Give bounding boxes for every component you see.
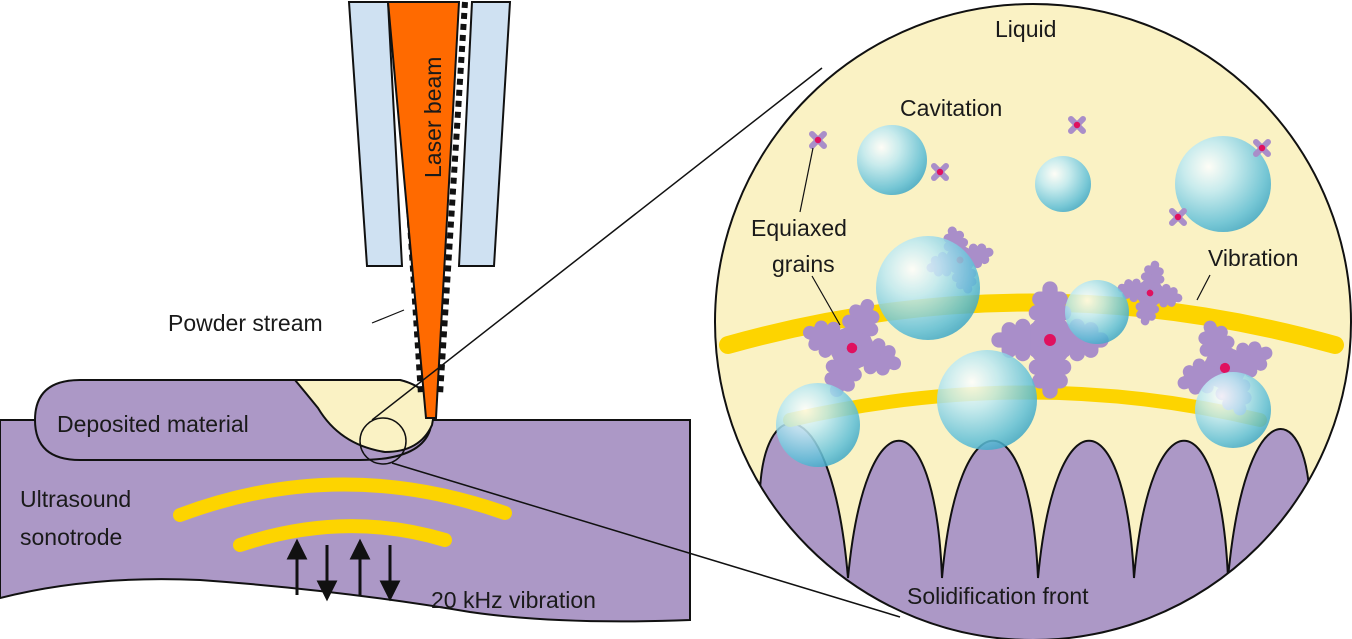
nozzle-left-wall: [347, 1, 404, 267]
arrow-up-icon: [349, 538, 371, 595]
grain-seed: [812, 134, 824, 146]
zoom-line-bottom: [391, 462, 901, 618]
vibration-leader: [1196, 274, 1211, 301]
arrow-up-icon: [286, 538, 308, 595]
vibration-band-upper: [719, 293, 1344, 354]
cavitation-label: Cavitation: [900, 95, 1002, 121]
laser-beam-label: Laser beam: [420, 57, 446, 178]
cavitation-bubble: [937, 350, 1037, 450]
cavitation-bubble: [776, 383, 860, 467]
sonotrode-label-line2: sonotrode: [20, 524, 122, 550]
cavitation-bubble: [876, 236, 980, 340]
equiaxed-leader-top: [799, 147, 814, 213]
sonotrode-wave-inner: [233, 519, 452, 552]
cavitation-bubble: [1175, 136, 1271, 232]
grain-seed: [1256, 142, 1268, 154]
arrow-down-icon: [316, 545, 338, 602]
vibration-20khz-label: 20 kHz vibration: [431, 587, 596, 613]
zoom-line-top: [371, 67, 823, 421]
laser-beam: [386, 1, 461, 419]
magnified-view: Liquid Cavitation Equiaxed grains Vibrat…: [714, 3, 1352, 639]
grain-seed: [934, 166, 946, 178]
cavitation-bubble: [1035, 156, 1091, 212]
cavitation-bubble: [1065, 280, 1129, 344]
sonotrode-wave-outer: [173, 477, 512, 522]
equiaxed-leader-bottom: [811, 275, 841, 326]
cavitation-bubble: [1195, 372, 1271, 448]
liquid-label: Liquid: [995, 16, 1056, 42]
vibration-arrows: [286, 538, 401, 602]
magnified-outline: [714, 3, 1352, 639]
zoom-source-circle: [359, 417, 407, 465]
solidification-front-label: Solidification front: [907, 583, 1089, 609]
sonotrode-label-line1: Ultrasound: [20, 486, 131, 512]
equiaxed-label-line1: Equiaxed: [751, 215, 847, 241]
grain-seed: [1172, 211, 1184, 223]
deposited-material-label: Deposited material: [57, 411, 249, 437]
grain-seed: [1071, 119, 1083, 131]
vibration-label: Vibration: [1208, 245, 1298, 271]
powder-stream-leader: [371, 309, 405, 324]
powder-stream-label: Powder stream: [168, 310, 323, 336]
equiaxed-label-line2: grains: [772, 251, 835, 277]
cavitation-bubble: [857, 125, 927, 195]
nozzle-right-wall: [457, 0, 512, 267]
arrow-down-icon: [379, 545, 401, 602]
